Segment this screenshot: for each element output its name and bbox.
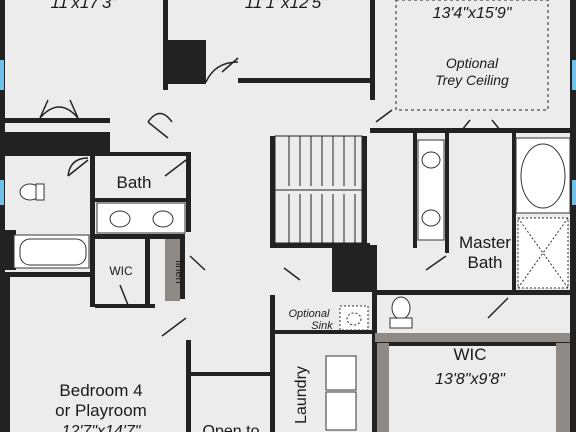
windows — [0, 60, 576, 205]
laundry-label: Laundry — [293, 366, 310, 424]
master-bath-label-1: Master — [459, 233, 511, 252]
master-wic-label: WIC — [453, 345, 486, 364]
trey-note-line2: Trey Ceiling — [435, 72, 509, 88]
optional-sink-line2: Sink — [311, 320, 333, 332]
bedroom-top-center-dims: 11'1"x12'5" — [245, 0, 328, 12]
door-swings — [39, 57, 509, 337]
master-wic-dims: 13'8"x9'8" — [435, 371, 506, 388]
open-to-label: Open to — [203, 423, 260, 432]
optional-sink-line1: Optional — [289, 308, 331, 320]
master-bath-label-2: Bath — [468, 253, 503, 272]
trey-ceiling-outline — [395, 0, 549, 111]
fixtures — [13, 137, 571, 431]
bedroom4-dims: 12'7"x14'7" — [62, 423, 142, 432]
bedroom-top-left-dims: 11'x17'3" — [50, 0, 118, 12]
wic-small-label: WIC — [109, 264, 133, 278]
room-labels: 11'x17'3" 11'1"x12'5" 13'4"x15'9" Option… — [50, 0, 512, 432]
bedroom4-label-2: or Playroom — [55, 401, 147, 420]
bath-label: Bath — [117, 173, 152, 192]
staircase — [274, 135, 363, 244]
linen-label: linen — [173, 260, 185, 283]
bedroom4-label-1: Bedroom 4 — [59, 381, 142, 400]
master-bedroom-dims: 13'4"x15'9" — [433, 5, 513, 22]
trey-note-line1: Optional — [446, 55, 499, 71]
